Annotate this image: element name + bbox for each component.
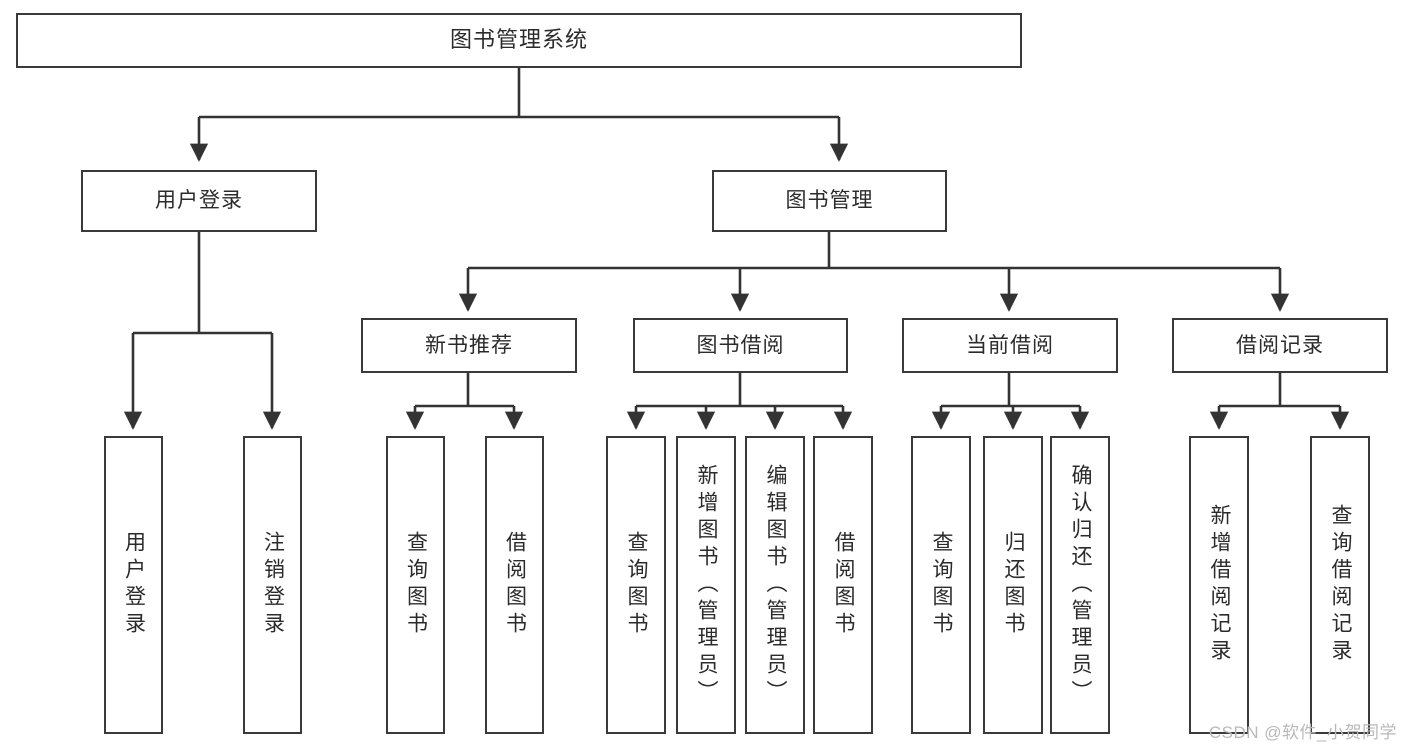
leaf-query-book-recommend[interactable]: 查询图书 [386,436,445,734]
node-label: 当前借阅 [966,333,1054,357]
node-label: 图书借阅 [696,333,785,357]
leaf-query-book-borrow[interactable]: 查询图书 [606,436,666,734]
node-label: 借阅图书 [503,531,527,639]
leaf-return-book[interactable]: 归还图书 [983,436,1043,734]
watermark: CSDN @软件_小贺同学 [1208,723,1397,742]
node-label: 编辑图书（管理员） [764,463,788,707]
node-root[interactable]: 图书管理系统 [16,13,1022,68]
leaf-add-borrow-record[interactable]: 新增借阅记录 [1189,436,1249,734]
node-label: 图书管理 [785,189,874,213]
node-label: 查询图书 [625,531,649,639]
node-user-login[interactable]: 用户登录 [81,170,317,232]
node-label: 确认归还（管理员） [1069,463,1093,707]
leaf-query-borrow-record[interactable]: 查询借阅记录 [1310,436,1370,734]
leaf-query-book-current[interactable]: 查询图书 [911,436,971,734]
leaf-borrow-book-recommend[interactable]: 借阅图书 [485,436,544,734]
leaf-confirm-return-admin[interactable]: 确认归还（管理员） [1050,436,1110,734]
node-label: 归还图书 [1002,531,1026,639]
leaf-user-login[interactable]: 用户登录 [104,436,163,734]
leaf-logout[interactable]: 注销登录 [243,436,302,734]
node-label: 用户登录 [155,189,243,213]
node-label: 借阅记录 [1236,333,1324,357]
node-label: 新书推荐 [425,333,513,357]
node-label: 借阅图书 [832,531,856,639]
node-label: 图书管理系统 [449,27,588,53]
node-label: 查询图书 [930,531,954,639]
node-label: 查询借阅记录 [1329,504,1353,666]
node-book-management[interactable]: 图书管理 [712,170,947,232]
leaf-add-book-admin[interactable]: 新增图书（管理员） [676,436,736,734]
leaf-edit-book-admin[interactable]: 编辑图书（管理员） [745,436,805,734]
leaf-borrow-book[interactable]: 借阅图书 [813,436,873,734]
node-label: 用户登录 [122,531,146,639]
node-new-book-recommend[interactable]: 新书推荐 [361,318,577,373]
node-label: 查询图书 [404,531,428,639]
node-label: 注销登录 [261,531,285,639]
node-label: 新增借阅记录 [1208,504,1232,666]
node-book-borrow[interactable]: 图书借阅 [633,318,848,373]
node-current-borrow[interactable]: 当前借阅 [902,318,1118,373]
node-borrow-records[interactable]: 借阅记录 [1172,318,1388,373]
node-label: 新增图书（管理员） [695,463,719,707]
